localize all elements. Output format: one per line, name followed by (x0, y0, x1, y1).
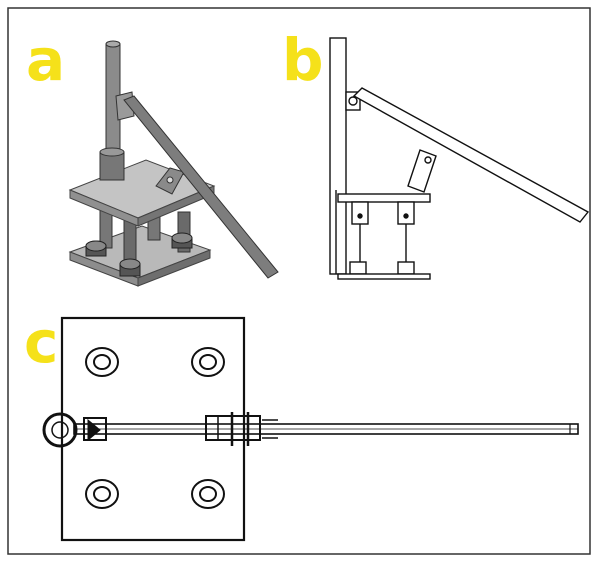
side-leg-left (351, 201, 369, 225)
base-plate-side (137, 249, 211, 287)
side-pivot-pin (348, 96, 358, 106)
side-strut-pin (424, 156, 432, 164)
plan-leg-bottom-right (191, 479, 225, 509)
side-diagonal-arm (352, 87, 590, 223)
side-base-plate (337, 273, 431, 280)
foot-right-top (171, 232, 193, 244)
figure-frame (7, 7, 591, 555)
panel-a-drawing (68, 40, 279, 287)
plan-pole-hinge-tip (87, 418, 101, 442)
panel-label-a: a (26, 26, 65, 94)
side-foot-right (397, 261, 415, 275)
vertical-pole-cap (105, 40, 121, 48)
plan-leg-top-right (191, 347, 225, 377)
plan-leg-top-left (85, 347, 119, 377)
panel-label-b: b (282, 26, 324, 94)
panel-b-drawing (329, 37, 590, 280)
side-top-plate (337, 193, 431, 203)
foot-left-top (85, 240, 107, 252)
pole-collar (99, 147, 125, 157)
panel-label-c: c (24, 308, 58, 376)
foot-front-top (119, 258, 141, 270)
plate-bracket-pin (166, 176, 174, 184)
side-leg-right (397, 201, 415, 225)
diagonal-arm (123, 95, 279, 279)
plan-leg-bottom-left (85, 479, 119, 509)
side-vertical-post (329, 37, 347, 275)
side-leg-left-dot (357, 213, 363, 219)
side-foot-left (349, 261, 367, 275)
plan-pole-circle (42, 412, 78, 448)
vertical-pole-lower (99, 151, 125, 181)
panel-c-drawing (42, 316, 579, 542)
side-leg-right-dot (403, 213, 409, 219)
plan-pole-hinge (83, 417, 107, 441)
plan-pole-inner (51, 421, 69, 439)
